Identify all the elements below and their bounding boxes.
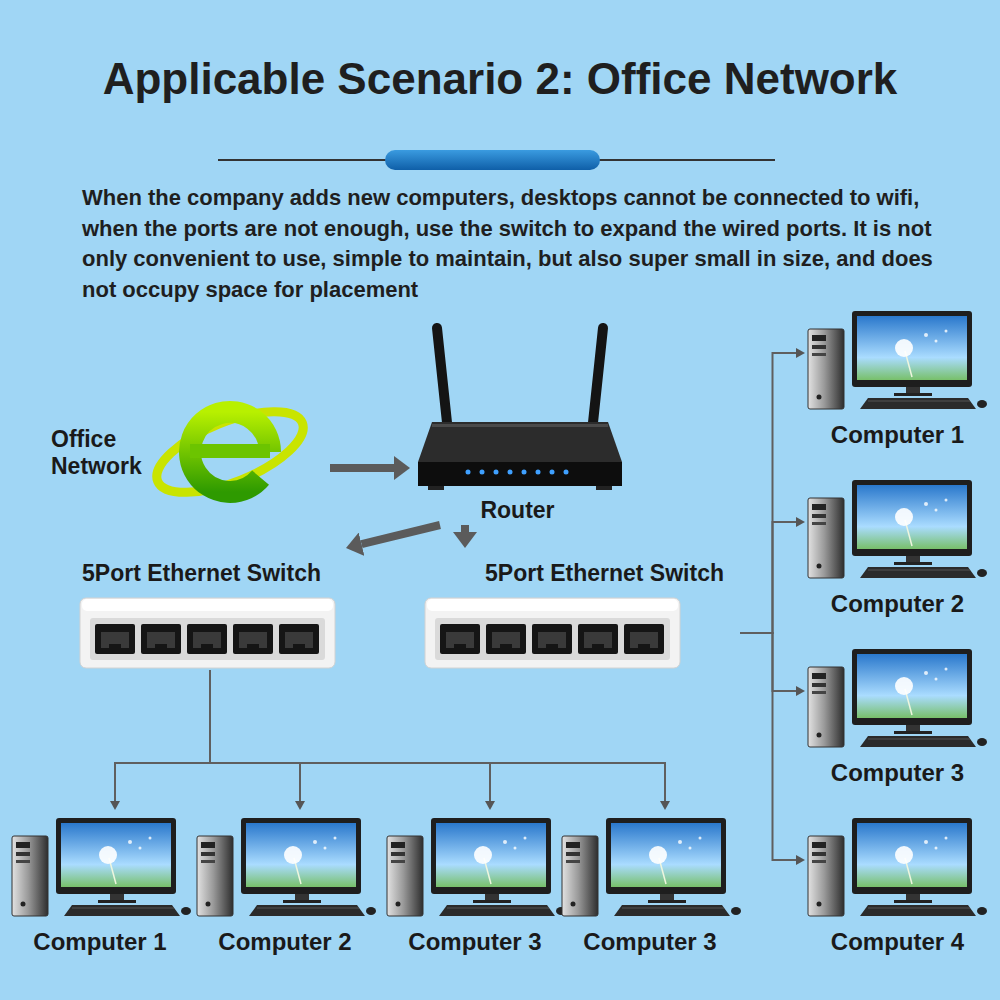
cable-line xyxy=(740,633,796,860)
node-label: Computer 1 xyxy=(831,421,964,449)
title-divider-part xyxy=(385,150,600,170)
computer: Computer 2 xyxy=(195,810,375,960)
node-label: Office Network xyxy=(51,426,171,479)
router-illustration-part xyxy=(428,486,444,490)
cable-line xyxy=(740,353,796,633)
computer: Computer 2 xyxy=(805,477,990,622)
title-bar: Applicable Scenario 2: Office Network xyxy=(0,54,1000,105)
node-label: Computer 4 xyxy=(831,928,964,956)
router-illustration-part xyxy=(480,470,485,475)
computer-illustration xyxy=(808,649,987,747)
node-label: Computer 2 xyxy=(218,928,351,956)
internet-icon-part xyxy=(190,444,270,458)
computer: Computer 3 xyxy=(805,646,990,791)
router-illustration-part xyxy=(418,462,622,486)
node-label: Computer 3 xyxy=(831,759,964,787)
router-illustration-part xyxy=(437,328,448,432)
switch-illustration xyxy=(80,598,335,668)
computer-illustration xyxy=(12,818,191,916)
internet-icon xyxy=(146,395,313,509)
cable-line xyxy=(115,670,210,801)
computer-illustration xyxy=(387,818,566,916)
node-label: Computer 1 xyxy=(33,928,166,956)
network-source: Office Network xyxy=(45,385,330,520)
node-label: Router xyxy=(480,497,554,523)
computer-illustration xyxy=(808,480,987,578)
node-label: Computer 3 xyxy=(583,928,716,956)
router: Router xyxy=(410,320,625,525)
computer: Computer 3 xyxy=(385,810,565,960)
ethernet-switch: 5Port Ethernet Switch xyxy=(420,548,740,670)
node-label: Computer 3 xyxy=(408,928,541,956)
router-illustration-part xyxy=(550,470,555,475)
router-illustration-part xyxy=(592,328,603,432)
computer-illustration xyxy=(808,818,987,916)
router-illustration-part xyxy=(494,470,499,475)
router-illustration-part xyxy=(466,470,471,475)
computer: Computer 1 xyxy=(10,810,190,960)
title-text: Applicable Scenario 2: Office Network xyxy=(103,54,898,103)
switch-illustration xyxy=(425,598,680,668)
node-label: Computer 2 xyxy=(831,590,964,618)
router-illustration-part xyxy=(564,470,569,475)
router-illustration-part xyxy=(432,424,608,427)
internet-icon-part xyxy=(190,412,270,492)
flow-arrow xyxy=(461,525,469,532)
internet-icon-part xyxy=(146,395,313,509)
cable-line xyxy=(740,522,796,633)
router-illustration-part xyxy=(536,470,541,475)
computer-illustration xyxy=(197,818,376,916)
cable-line xyxy=(210,670,300,801)
computer: Computer 1 xyxy=(805,308,990,453)
router-illustration-part xyxy=(418,422,622,462)
flow-arrow xyxy=(362,525,440,544)
ethernet-switch: 5Port Ethernet Switch xyxy=(78,548,368,670)
cable-line xyxy=(210,670,665,801)
router-illustration xyxy=(418,328,622,490)
cable-line xyxy=(210,670,490,801)
computer: Computer 4 xyxy=(805,815,990,960)
description-text: When the company adds new computers, des… xyxy=(82,183,944,305)
router-illustration-part xyxy=(596,486,612,490)
router-illustration-part xyxy=(508,470,513,475)
computer-illustration xyxy=(562,818,741,916)
description-block: When the company adds new computers, des… xyxy=(82,183,944,305)
cable-line xyxy=(740,633,796,691)
computer: Computer 3 xyxy=(560,810,740,960)
router-illustration-part xyxy=(522,470,527,475)
node-label: 5Port Ethernet Switch xyxy=(485,560,724,586)
title-divider xyxy=(218,150,775,170)
computer-illustration xyxy=(808,311,987,409)
node-label: 5Port Ethernet Switch xyxy=(82,560,321,586)
flow-arrow xyxy=(330,464,394,472)
